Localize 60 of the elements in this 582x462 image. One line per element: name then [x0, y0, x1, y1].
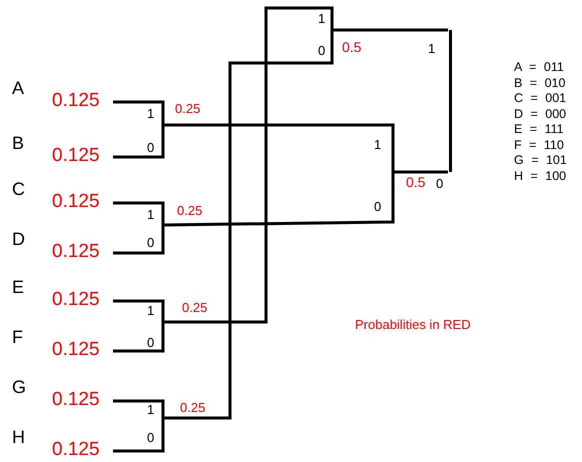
edge-label: 1	[428, 42, 436, 56]
code-table-entry: C = 001	[514, 91, 566, 105]
edge-label: 0	[147, 336, 154, 350]
edge-label: 1	[147, 403, 154, 417]
symbol-letter: F	[12, 327, 23, 347]
tree-branch-line	[163, 124, 394, 172]
edge-label: 0	[147, 431, 154, 445]
edge-label: 0	[318, 44, 326, 58]
tree-branch-line	[163, 30, 334, 420]
tree-branch-line	[113, 418, 164, 452]
tree-branch-line	[113, 100, 164, 125]
symbol-letter: G	[12, 377, 26, 397]
edge-label: 0	[147, 236, 154, 250]
code-table-entry: F = 110	[514, 138, 564, 152]
tree-branch-line	[163, 6, 334, 324]
probability-value: 0.125	[52, 242, 100, 262]
edge-label: 1	[147, 107, 154, 121]
probability-value: 0.125	[52, 91, 100, 111]
code-table-entry: A = 011	[514, 60, 564, 74]
code-table-entry: D = 000	[514, 106, 566, 120]
edge-label: 0	[147, 141, 154, 155]
tree-root-line	[448, 30, 452, 172]
edge-label: 0	[374, 200, 382, 214]
code-table-entry: H = 100	[514, 168, 566, 182]
symbol-letter: C	[12, 179, 25, 199]
tree-branch-line	[393, 170, 448, 174]
tree-branch-line	[332, 28, 448, 32]
edge-label: 1	[318, 12, 326, 26]
tree-branch-line	[113, 125, 164, 158]
probability-value: 0.5	[342, 40, 362, 54]
edge-label: 1	[147, 208, 154, 222]
probability-value: 0.5	[406, 175, 426, 189]
edge-label: 1	[374, 138, 382, 152]
tree-branch-line	[162, 172, 394, 226]
symbol-letter: B	[12, 133, 24, 153]
symbol-letter: A	[12, 78, 24, 98]
code-table-entry: B = 010	[514, 76, 566, 90]
code-table-entry: G = 101	[514, 153, 567, 167]
probability-value: 0.25	[180, 401, 206, 415]
probability-value: 0.125	[52, 390, 100, 410]
probability-value: 0.25	[182, 301, 208, 315]
probability-value: 0.125	[52, 192, 100, 212]
tree-branch-line	[113, 322, 164, 352]
probability-value: 0.25	[177, 204, 202, 218]
probability-value: 0.125	[52, 440, 100, 460]
tree-branch-line	[113, 300, 164, 322]
symbol-letter: D	[12, 229, 25, 249]
probability-value: 0.25	[175, 102, 200, 116]
tree-branch-line	[113, 400, 164, 418]
symbol-letter: H	[12, 427, 25, 447]
probability-value: 0.125	[52, 146, 100, 166]
edge-label: 0	[436, 177, 444, 191]
edge-label: 1	[147, 304, 154, 318]
code-table-entry: E = 111	[514, 122, 564, 136]
tree-branch-line	[113, 202, 164, 225]
tree-branch-line	[113, 225, 164, 254]
note-text: Probabilities in RED	[355, 318, 471, 332]
probability-value: 0.125	[52, 290, 100, 310]
probability-value: 0.125	[52, 340, 100, 360]
symbol-letter: E	[12, 277, 24, 297]
